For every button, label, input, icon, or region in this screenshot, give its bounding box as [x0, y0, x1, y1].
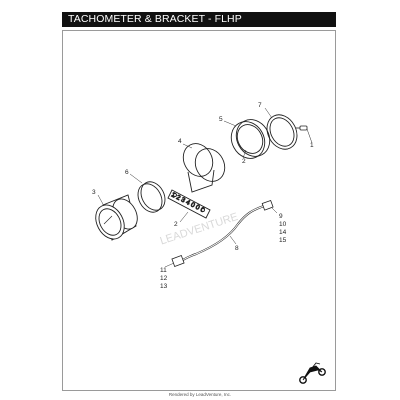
callout-12: 12 [160, 275, 168, 282]
diagram-title: TACHOMETER & BRACKET - FLHP [62, 12, 336, 27]
footer-credit: Rendered by LeadVenture, Inc. [168, 392, 232, 397]
callout-9: 9 [279, 213, 283, 220]
watermark-text: LEADVENTURE [159, 211, 240, 248]
part-1-screw [296, 125, 313, 144]
callout-8: 8 [235, 245, 239, 252]
callout-10: 10 [279, 221, 287, 228]
callout-2a: 2 [242, 158, 246, 165]
callout-1: 1 [310, 142, 314, 149]
callout-7: 7 [258, 102, 262, 109]
callout-13: 13 [160, 283, 168, 290]
motorcycle-icon [299, 362, 326, 384]
part-5-bezel [230, 119, 271, 159]
callout-2b: 2 [174, 221, 178, 228]
part-6-ring [137, 181, 166, 213]
callout-6: 6 [125, 169, 129, 176]
callout-14: 14 [279, 229, 287, 236]
callout-4: 4 [178, 138, 182, 145]
part-3-tachometer [95, 194, 138, 241]
callout-5: 5 [219, 116, 223, 123]
part-2-bracket: 2 2 3 4 0 0 0 [167, 189, 211, 219]
callout-11: 11 [160, 267, 167, 274]
leader-lines [97, 107, 278, 268]
diagram-frame [62, 30, 336, 391]
callout-15: 15 [279, 237, 287, 244]
part-4-housing [182, 143, 226, 193]
part-8-harness [171, 199, 274, 267]
callout-3: 3 [92, 189, 96, 196]
